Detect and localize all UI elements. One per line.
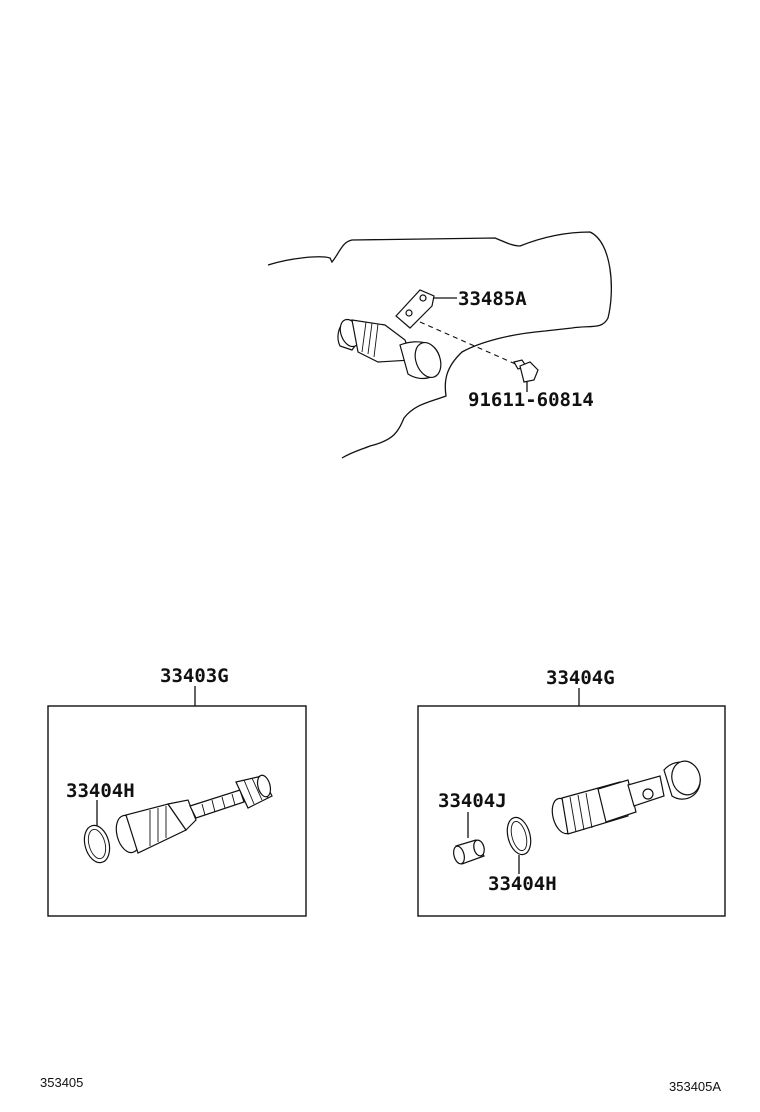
assy-right-part-number: 33404G [546, 667, 615, 689]
assy-right-box [417, 705, 726, 917]
oring-left-part-number: 33404H [66, 780, 135, 802]
bolt-part-number: 91611-60814 [468, 389, 594, 411]
assy-left-part-number: 33403G [160, 665, 229, 687]
speedometer-sensor [337, 318, 442, 380]
driven-gear-sensor-icon [115, 774, 273, 854]
o-ring-icon [506, 816, 532, 856]
plug-part-number: 33404J [438, 790, 507, 812]
transmission-case-outline [267, 231, 612, 459]
bracket-icon [395, 289, 435, 329]
plug-icon [453, 839, 485, 865]
o-ring-icon [83, 824, 111, 864]
footer-right-code: 353405A [669, 1079, 721, 1094]
footer-left-code: 353405 [40, 1075, 83, 1090]
assy-left-box [47, 705, 307, 917]
oring-right-part-number: 33404H [488, 873, 557, 895]
speed-sensor-body-icon [551, 760, 701, 835]
bracket-part-number: 33485A [458, 288, 527, 310]
bolt-icon [513, 359, 539, 383]
